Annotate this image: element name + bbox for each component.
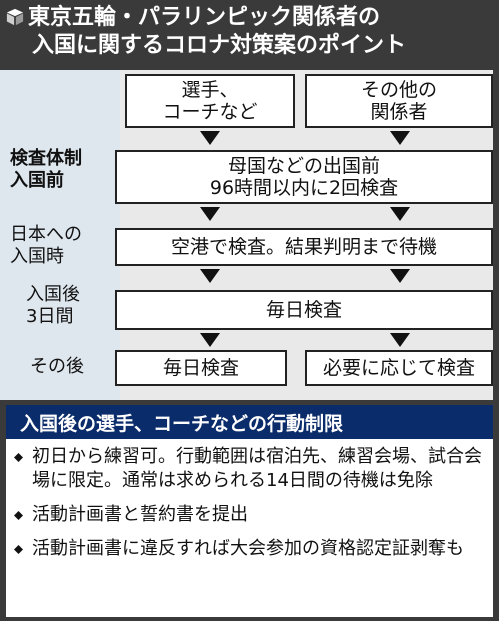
after-athletes-box: 毎日検査 [115, 350, 287, 386]
restriction-text: 初日から練習可。行動範囲は宿泊先、練習会場、試合会場に限定。通常は求められる14… [32, 446, 482, 491]
group-athletes-box: 選手、 コーチなど [125, 74, 295, 128]
title-line-1: 東京五輪・パラリンピック関係者の [28, 5, 381, 30]
step-2-box: 空港で検査。結果判明まで待機 [115, 228, 493, 266]
step-1-label: 検査体制 入国前 [10, 148, 82, 191]
down-arrow-icon [200, 207, 220, 221]
after-others-box: 必要に応じて検査 [305, 350, 493, 386]
flow-label-column [0, 70, 120, 400]
down-arrow-icon [200, 269, 220, 283]
step-3-box: 毎日検査 [115, 290, 493, 330]
restriction-text: 活動計画書と誓約書を提出 [32, 504, 248, 525]
diamond-bullet-icon [14, 545, 23, 554]
cube-icon [6, 8, 24, 26]
down-arrow-icon [390, 207, 410, 221]
list-item: 初日から練習可。行動範囲は宿泊先、練習会場、試合会場に限定。通常は求められる14… [14, 445, 484, 493]
down-arrow-icon [390, 269, 410, 283]
down-arrow-icon [390, 131, 410, 145]
list-item: 活動計画書に違反すれば大会参加の資格認定証剥奪も [14, 537, 484, 561]
step-3-label: 入国後 3日間 [26, 284, 80, 327]
restrictions-header: 入国後の選手、コーチなどの行動制限 [6, 405, 493, 439]
diamond-bullet-icon [14, 453, 23, 462]
step-1-box: 母国などの出国前 96時間以内に2回検査 [115, 150, 493, 204]
restriction-text: 活動計画書に違反すれば大会参加の資格認定証剥奪も [32, 538, 464, 559]
down-arrow-icon [200, 131, 220, 145]
restrictions-list: 初日から練習可。行動範囲は宿泊先、練習会場、試合会場に限定。通常は求められる14… [14, 445, 484, 571]
restrictions-panel: 入国後の選手、コーチなどの行動制限 初日から練習可。行動範囲は宿泊先、練習会場、… [6, 405, 493, 617]
list-item: 活動計画書と誓約書を提出 [14, 503, 484, 527]
down-arrow-icon [200, 333, 220, 347]
title-line-2: 入国に関するコロナ対策案のポイント [32, 33, 407, 58]
step-2-label: 日本への 入国時 [10, 224, 82, 267]
diamond-bullet-icon [14, 511, 23, 520]
after-label: その後 [30, 356, 84, 377]
title: 東京五輪・パラリンピック関係者の 入国に関するコロナ対策案のポイント [6, 4, 496, 60]
group-others-box: その他の 関係者 [305, 74, 493, 128]
down-arrow-icon [390, 333, 410, 347]
